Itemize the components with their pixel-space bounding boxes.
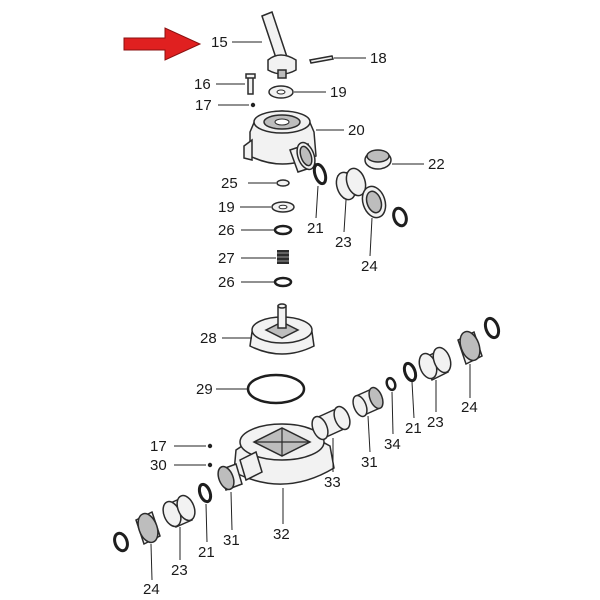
part-33-pipe-piece: [311, 405, 351, 441]
callout-17-top: 17: [195, 97, 212, 114]
part-19-washer-top: [268, 85, 294, 99]
callout-31-left: 31: [223, 532, 240, 549]
part-end-ring-b: [483, 316, 501, 340]
part-end-ring-c: [113, 531, 129, 553]
leader-34: [391, 391, 394, 435]
callout-30: 30: [150, 457, 167, 474]
callout-19-middle: 19: [218, 199, 235, 216]
part-18-pin: [309, 55, 334, 64]
part-17-dot-lower: [207, 443, 213, 449]
part-24-union-nut-b: [457, 330, 483, 366]
part-16-pin: [245, 73, 256, 95]
red-pointer-arrow: [123, 27, 202, 61]
callout-23-left: 23: [171, 562, 188, 579]
part-23-sleeve-c: [162, 494, 196, 529]
part-34-small-ring: [385, 376, 397, 392]
part-21-oring-a: [312, 162, 328, 186]
part-31-adapter-left: [217, 463, 243, 491]
part-26-oring-b: [273, 276, 293, 288]
callout-25: 25: [221, 175, 238, 192]
part-24-union-nut-c: [135, 510, 161, 546]
leader-21b: [411, 381, 415, 419]
part-22-cap: [364, 149, 392, 170]
part-23-sleeve-b: [418, 346, 452, 382]
callout-26-lower: 26: [218, 274, 235, 291]
callout-19-top: 19: [330, 84, 347, 101]
part-26-oring-a: [273, 224, 293, 236]
part-20-valve-top-housing: [243, 110, 317, 173]
part-31-adapter-right: [352, 386, 384, 418]
leader-31b: [230, 491, 233, 531]
part-24-union-nut-a: [361, 185, 387, 219]
part-21-oring-c: [197, 482, 213, 504]
leader-24a: [369, 217, 373, 257]
part-32-valve-body: [233, 423, 335, 485]
callout-21-left: 21: [198, 544, 215, 561]
callout-29: 29: [196, 381, 213, 398]
part-15-handle: [261, 11, 297, 79]
part-21-oring-b: [402, 361, 418, 383]
callout-21-right: 21: [405, 420, 422, 437]
leader-21a: [315, 185, 319, 219]
callout-16: 16: [194, 76, 211, 93]
callout-28: 28: [200, 330, 217, 347]
part-28-rotor-disc: [249, 303, 315, 355]
part-29-large-oring: [246, 373, 306, 405]
callout-32: 32: [273, 526, 290, 543]
callout-34: 34: [384, 436, 401, 453]
callout-26-upper: 26: [218, 222, 235, 239]
leader-24c: [150, 543, 153, 581]
part-end-ring-a: [392, 206, 408, 228]
part-17-dot-top: [250, 102, 256, 108]
callout-23-upper: 23: [335, 234, 352, 251]
part-23-sleeve-a: [335, 167, 367, 201]
callout-15: 15: [211, 34, 228, 51]
part-27-spring: [277, 250, 289, 264]
part-19-washer-middle: [271, 201, 295, 213]
callout-31-right: 31: [361, 454, 378, 471]
callout-18: 18: [370, 50, 387, 67]
leader-23a: [343, 199, 347, 233]
callout-24-right: 24: [461, 399, 478, 416]
callout-24-upper: 24: [361, 258, 378, 275]
callout-24-left: 24: [143, 581, 160, 598]
callout-20: 20: [348, 122, 365, 139]
callout-33: 33: [324, 474, 341, 491]
leader-21c: [205, 503, 208, 543]
callout-17-lower: 17: [150, 438, 167, 455]
leader-31a: [367, 415, 371, 453]
part-25-small-washer: [276, 179, 290, 187]
callout-21-upper: 21: [307, 220, 324, 237]
callout-22: 22: [428, 156, 445, 173]
part-30-dot: [207, 462, 213, 468]
callout-23-right: 23: [427, 414, 444, 431]
callout-27: 27: [218, 250, 235, 267]
